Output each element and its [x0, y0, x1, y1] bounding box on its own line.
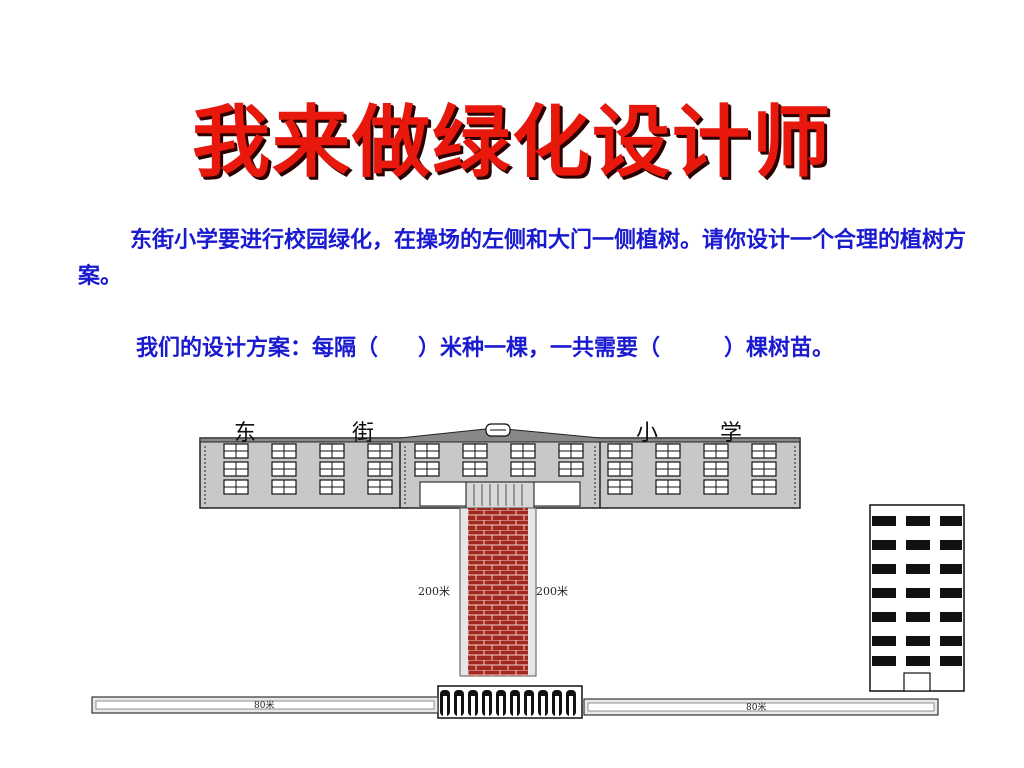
- sign-char-3: 小: [636, 421, 658, 446]
- school-gate: [437, 685, 583, 719]
- road-left-distance: 200米: [418, 585, 450, 598]
- plan-text-2: ）米种一棵，一共需要（: [418, 335, 661, 361]
- sign-char-1: 东: [234, 421, 256, 446]
- task-description: 东街小学要进行校园绿化，在操场的左侧和大门一侧植树。请你设计一个合理的植树方案。: [78, 227, 967, 289]
- bottom-wall-right: [583, 698, 939, 716]
- brick-road: [459, 507, 537, 677]
- bottom-left-distance: 80米: [254, 699, 274, 711]
- bottom-wall-left: [91, 696, 439, 714]
- plan-text-1: 我们的设计方案：每隔（: [136, 335, 379, 361]
- plan-text-3: ）棵树苗。: [724, 335, 835, 361]
- road-right-distance: 200米: [536, 585, 568, 598]
- page-title: 我来做绿化设计师: [191, 98, 832, 188]
- design-plan-prompt: 我们的设计方案：每隔（ ）米种一棵，一共需要（ ）棵树苗。: [78, 330, 968, 366]
- sign-char-4: 学: [720, 421, 742, 446]
- school-building: [199, 423, 801, 509]
- bottom-right-distance: 80米: [746, 701, 766, 713]
- sign-char-2: 街: [352, 421, 374, 446]
- tall-building: [869, 504, 965, 692]
